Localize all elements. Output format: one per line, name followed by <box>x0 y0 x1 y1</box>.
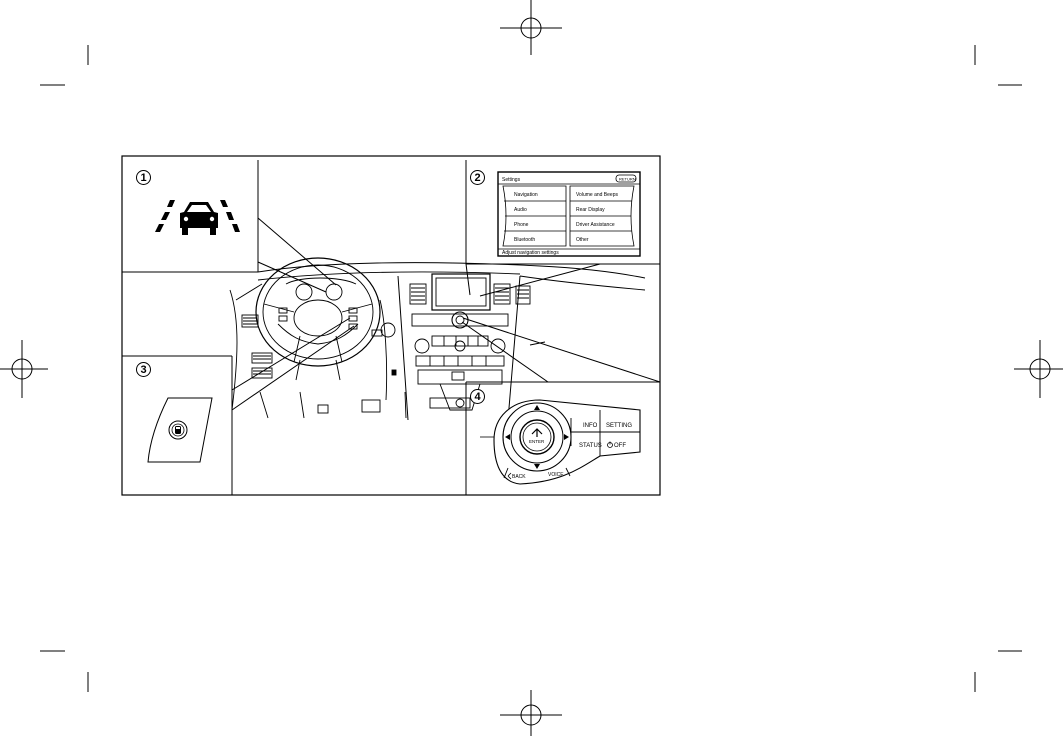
back-button[interactable]: BACK <box>512 474 526 480</box>
menu-item-other[interactable]: Other <box>576 237 589 243</box>
callout-4: 4 <box>470 389 485 404</box>
voice-button[interactable]: VOICE <box>548 472 564 478</box>
menu-item-driver-assistance[interactable]: Driver Assistance <box>576 222 615 228</box>
info-button[interactable]: INFO <box>583 423 598 429</box>
menu-item-bluetooth[interactable]: Bluetooth <box>514 237 535 243</box>
menu-item-rear-display[interactable]: Rear Display <box>576 207 605 213</box>
screen-return-label: RETURN <box>619 177 636 182</box>
screen-return-badge[interactable] <box>615 174 637 183</box>
enter-arrow-icon <box>531 428 543 437</box>
panel-3-steering-switch <box>122 355 232 463</box>
lane-car-switch-icon <box>175 426 181 434</box>
callout-3: 3 <box>136 362 151 377</box>
power-icon <box>607 441 613 448</box>
controller-enter-label[interactable]: ENTER <box>529 439 545 444</box>
back-arrow-icon <box>507 472 512 480</box>
callout-2: 2 <box>470 170 485 185</box>
menu-item-audio[interactable]: Audio <box>514 207 527 213</box>
off-button[interactable]: OFF <box>614 443 626 449</box>
screen-title: Settings <box>502 177 521 183</box>
panel-2-settings-screen: Settings RETURN Navigation Audio Phone B… <box>497 171 641 257</box>
setting-button[interactable]: SETTING <box>606 423 632 429</box>
menu-item-navigation[interactable]: Navigation <box>514 192 538 198</box>
menu-item-phone[interactable]: Phone <box>514 222 529 228</box>
screen-footer: Adjust navigation settings <box>502 250 559 256</box>
panel-4-controller: ENTER INFO SETTING STATUS OFF BACK VOICE <box>480 399 641 485</box>
callout-1: 1 <box>136 170 151 185</box>
panel-1 <box>122 160 259 273</box>
status-button[interactable]: STATUS <box>579 443 602 449</box>
menu-item-volume-beeps[interactable]: Volume and Beeps <box>576 192 618 198</box>
